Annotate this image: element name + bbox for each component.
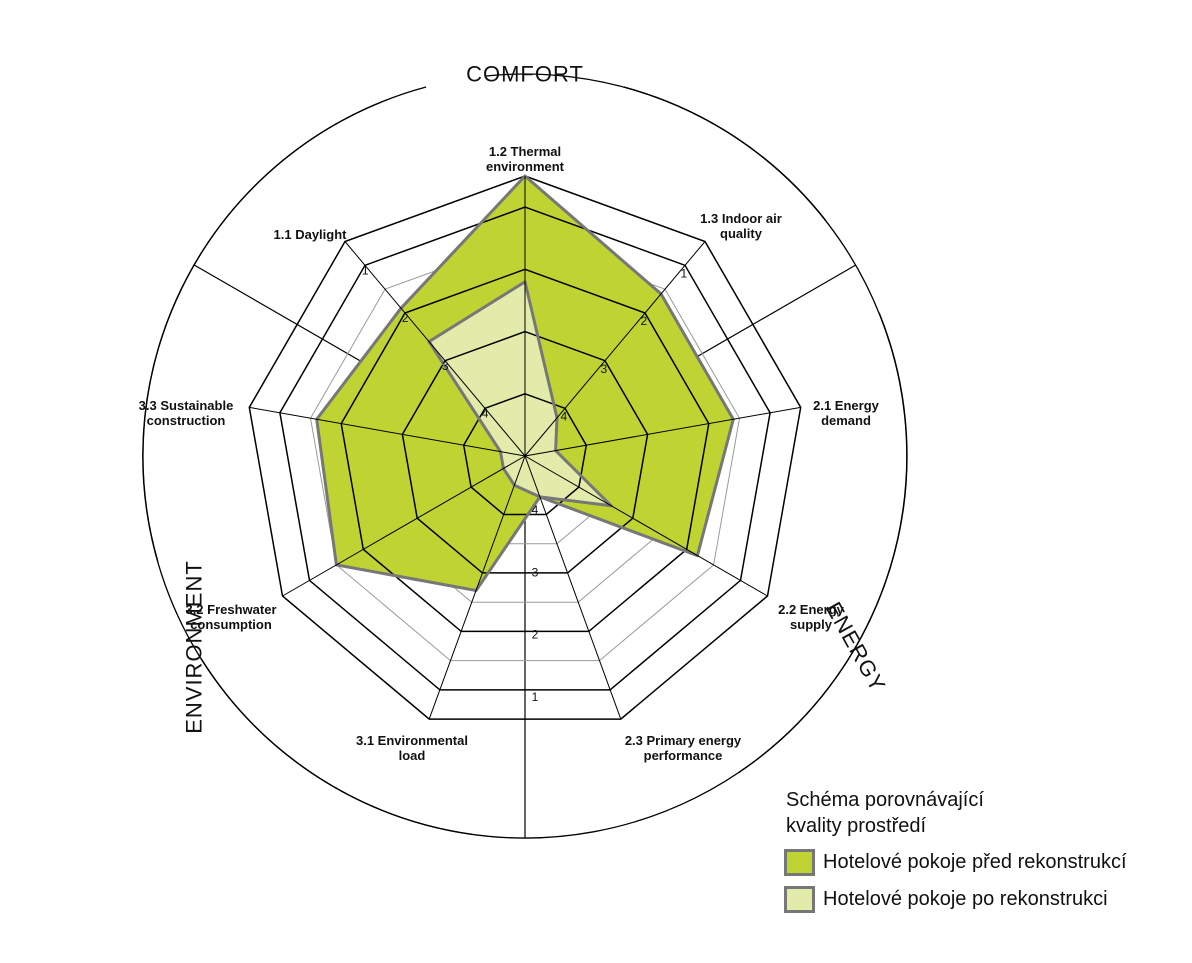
tick-label: 3 (442, 359, 449, 373)
category-label-line: 3.2 Freshwater (185, 602, 276, 617)
grid-major-ring (340, 268, 710, 633)
tick-label: 4 (561, 410, 568, 424)
category-label-line: 3.3 Sustainable (139, 398, 234, 413)
category-label-line: consumption (190, 617, 272, 632)
tick-label: 4 (532, 503, 539, 517)
category-label-line: 3.1 Environmental (356, 733, 468, 748)
axis-spoke-1.1 (344, 241, 526, 457)
tick-label: 3 (600, 362, 607, 376)
category-label-line: load (399, 748, 426, 763)
grid-minor-ring (309, 237, 741, 662)
tick-label: 1 (532, 690, 539, 704)
tick-label: 4 (482, 407, 489, 421)
category-label-line: environment (486, 159, 565, 174)
legend-item-after: Hotelové pokoje po rekonstrukci (784, 886, 1184, 913)
group-label-environment: ENVIRONMENT (182, 560, 207, 734)
category-label-line: 2.1 Energy (813, 398, 880, 413)
series-outline-before (315, 174, 735, 592)
category-label-line: performance (644, 748, 723, 763)
legend-title: Schéma porovnávající kvality prostředí (786, 787, 1184, 839)
axis-spoke-2.3 (524, 455, 622, 720)
axis-layer (249, 176, 801, 720)
axis-spoke-1.3 (524, 241, 706, 457)
legend-title-line-1: Schéma porovnávající (786, 789, 984, 811)
group-label-comfort: COMFORT (466, 62, 584, 87)
legend-label-after: Hotelové pokoje po rekonstrukci (823, 888, 1108, 910)
axis-spoke-2.2 (524, 455, 768, 597)
legend-label-before: Hotelové pokoje před rekonstrukcí (823, 851, 1127, 873)
category-label-line: quality (720, 226, 763, 241)
series-fill-after (429, 281, 612, 506)
tick-label: 2 (532, 628, 539, 642)
tick-label: 2 (640, 314, 647, 328)
group-ring-arc (623, 86, 827, 222)
category-label-line: 1.1 Daylight (274, 227, 348, 242)
legend-title-line-2: kvality prostředí (786, 815, 927, 837)
tick-label: 3 (532, 565, 539, 579)
legend-swatch-before (784, 849, 815, 876)
tick-label: 1 (362, 264, 369, 278)
category-label-line: demand (821, 413, 871, 428)
group-ring-arc (142, 73, 908, 839)
grid-major-layer (248, 174, 802, 720)
grid-major-ring (401, 330, 649, 574)
tick-label: 2 (402, 311, 409, 325)
tick-layer: 1 2 3 4 1 2 3 4 1 2 3 4 (362, 264, 688, 704)
axis-spoke-2.1 (524, 406, 801, 457)
group-ring-arc (738, 312, 908, 774)
category-label-1.1: 1.1 Daylight (274, 227, 348, 242)
category-label-line: 1.3 Indoor air (700, 211, 782, 226)
category-label-line: 2.2 Energy (778, 602, 845, 617)
legend: Schéma porovnávající kvality prostředí H… (784, 787, 1184, 913)
category-label-line: supply (790, 617, 833, 632)
axis-spoke-3.2 (282, 455, 526, 597)
category-label-line: construction (147, 413, 226, 428)
legend-swatch-after (784, 886, 815, 913)
category-label-line: 2.3 Primary energy (625, 733, 742, 748)
axis-spoke-3.3 (249, 406, 526, 457)
tick-label: 1 (680, 267, 687, 281)
grid-major-ring (248, 175, 802, 720)
axis-spoke-3.1 (428, 455, 526, 720)
series-outline-after (427, 280, 613, 508)
category-label-line: 1.2 Thermal (489, 144, 561, 159)
grid-major-ring (462, 393, 588, 516)
grid-major-ring (279, 206, 771, 691)
legend-item-before: Hotelové pokoje před rekonstrukcí (784, 849, 1184, 876)
